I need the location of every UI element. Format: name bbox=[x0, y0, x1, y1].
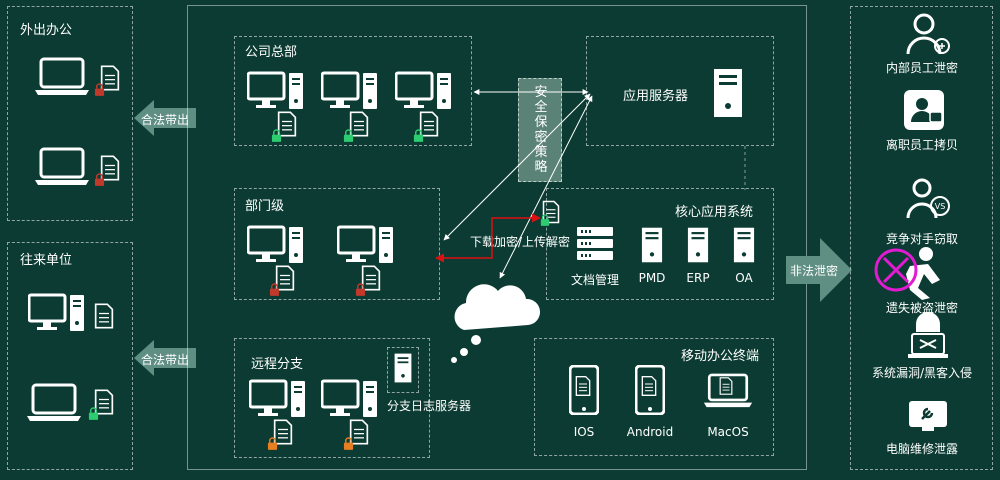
mobile-item-label: IOS bbox=[573, 425, 595, 439]
threats-panel bbox=[850, 6, 993, 470]
threat-label: 系统漏洞/黑客入侵 bbox=[871, 366, 973, 380]
resigned-icon bbox=[904, 90, 944, 130]
center-network-panel bbox=[187, 5, 807, 470]
legal-out-label-top: 合法带出 bbox=[141, 113, 190, 127]
out-office-title: 外出办公 bbox=[20, 23, 73, 38]
insider-icon bbox=[906, 13, 950, 55]
app-server-title: 应用服务器 bbox=[623, 89, 689, 104]
partner-title: 往来单位 bbox=[20, 253, 73, 268]
core-item-label: PMD bbox=[638, 271, 666, 285]
branch-title: 远程分支 bbox=[251, 357, 304, 372]
legal-out-arrow-top bbox=[134, 100, 196, 136]
legal-out-label-bottom: 合法带出 bbox=[141, 353, 190, 367]
legal-out-arrow-bottom bbox=[134, 340, 196, 376]
svg-text:VS: VS bbox=[935, 202, 946, 211]
partner-group: 往来单位 bbox=[7, 242, 133, 470]
cloud-icon bbox=[451, 284, 541, 363]
hacker-icon bbox=[908, 312, 948, 358]
core-item-label: ERP bbox=[686, 271, 710, 285]
threat-label: 遗失被盗泄密 bbox=[885, 301, 958, 315]
connector-line bbox=[744, 146, 746, 190]
core-item-label: OA bbox=[735, 271, 753, 285]
branch-log-server-box bbox=[387, 347, 419, 393]
threat-label: 内部员工泄密 bbox=[885, 61, 958, 75]
competitor-icon: VS bbox=[906, 178, 950, 219]
mobile-item-label: Android bbox=[626, 425, 674, 439]
threat-label: 竞争对手窃取 bbox=[885, 232, 958, 246]
hq-group: 公司总部 bbox=[234, 36, 472, 146]
illegal-leak-arrow bbox=[786, 238, 852, 302]
illegal-leak-label: 非法泄密 bbox=[790, 264, 839, 278]
threat-label: 电脑维修泄露 bbox=[885, 442, 958, 456]
core-system-title: 核心应用系统 bbox=[675, 205, 754, 220]
branch-log-server-label: 分支日志服务器 bbox=[387, 399, 472, 413]
threat-label: 离职员工拷贝 bbox=[885, 138, 958, 152]
branch-group: 远程分支 分支日志服务器 bbox=[234, 338, 471, 458]
mobile-title: 移动办公终端 bbox=[681, 349, 760, 364]
mobile-group: 移动办公终端 IOS Android MacOS bbox=[534, 338, 774, 456]
repair-icon bbox=[909, 401, 947, 431]
stolen-icon bbox=[874, 247, 940, 300]
out-office-group: 外出办公 bbox=[7, 6, 133, 221]
mobile-item-label: MacOS bbox=[707, 425, 749, 439]
dept-title: 部门级 bbox=[245, 199, 285, 214]
hq-title: 公司总部 bbox=[245, 45, 298, 60]
